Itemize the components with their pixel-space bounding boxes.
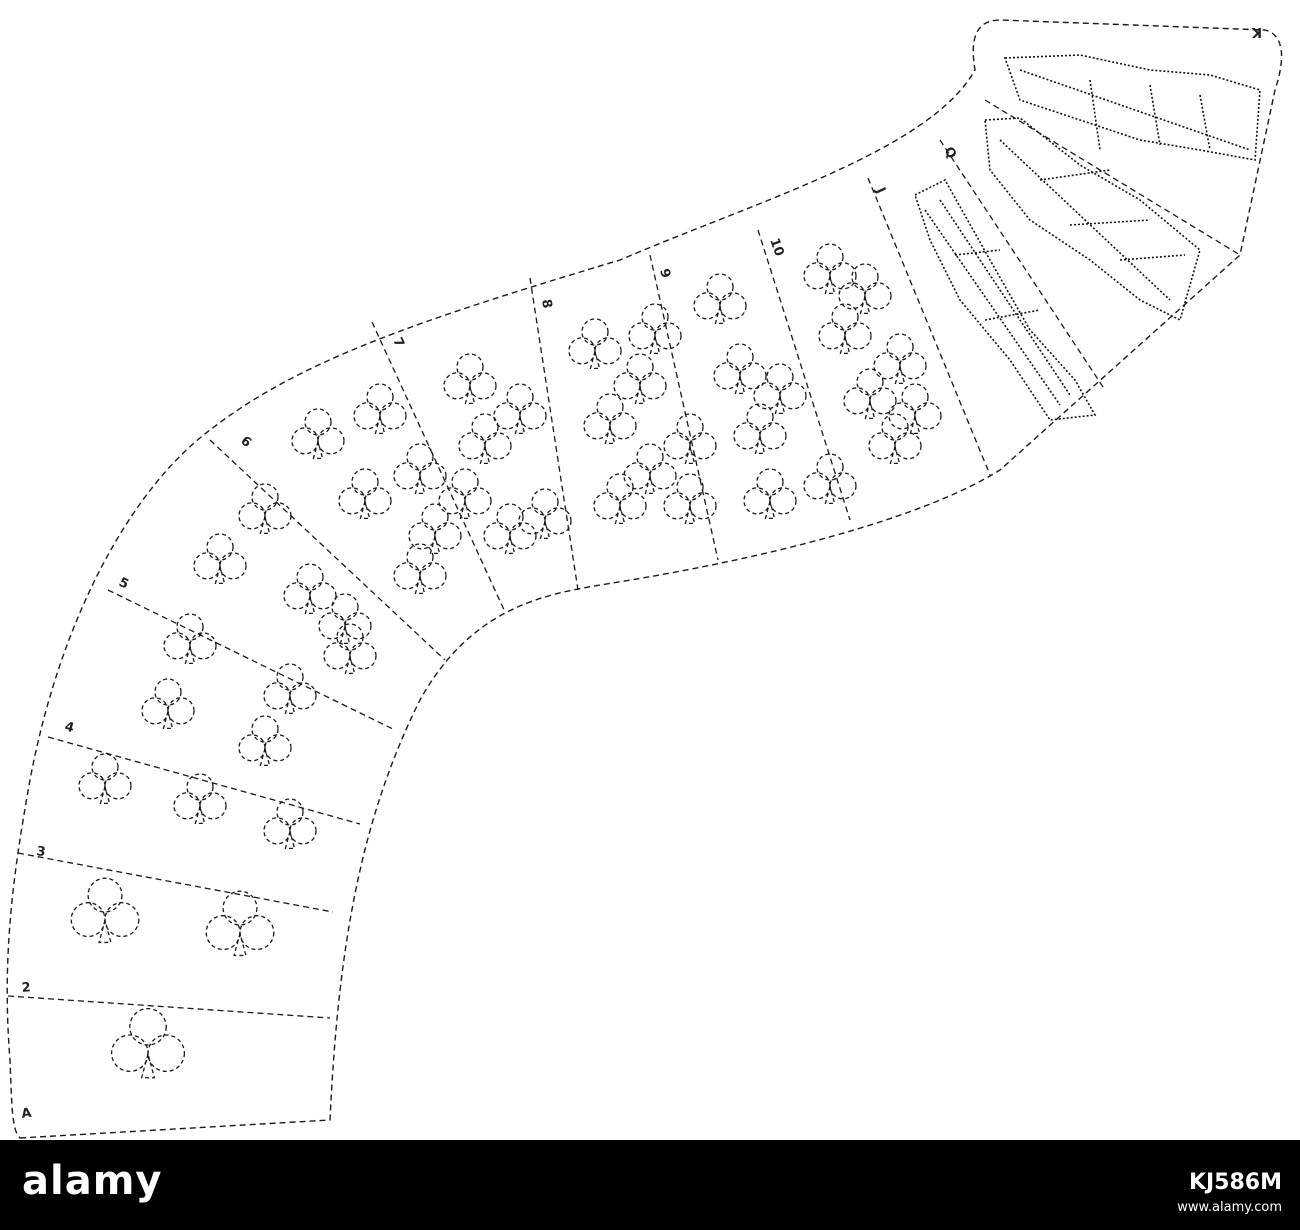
card-divider-8 [529, 277, 579, 591]
club-pip-38 [743, 468, 797, 520]
club-pip-37 [733, 403, 787, 455]
club-pip-40 [803, 243, 857, 295]
index-10: 10 [766, 236, 786, 258]
club-pip-30 [613, 353, 667, 405]
club-pip-41 [818, 303, 872, 355]
club-pip-1 [70, 877, 140, 944]
club-pip-13 [318, 593, 372, 645]
card-fan-svg: A 2 3 4 5 6 7 8 9 10 J Q K [6, 19, 1283, 1139]
club-pip-16 [338, 468, 392, 520]
club-pip-25 [518, 488, 572, 540]
club-pip-44 [838, 263, 892, 315]
jack-figure [914, 178, 1097, 421]
club-pip-34 [663, 413, 717, 465]
club-pip-17 [353, 383, 407, 435]
club-pip-22 [458, 413, 512, 465]
club-pip-29 [593, 473, 647, 525]
index-9: 9 [656, 267, 673, 280]
index-ace: A [20, 1106, 32, 1122]
club-pip-12 [238, 483, 292, 535]
club-pip-31 [623, 443, 677, 495]
club-pip-18 [393, 443, 447, 495]
club-pip-11 [283, 563, 337, 615]
club-pip-19 [393, 543, 447, 595]
index-2: 2 [21, 980, 31, 996]
jack-detail [924, 199, 1071, 406]
club-pip-8 [163, 613, 217, 665]
index-king: K [1251, 24, 1262, 39]
image-id: KJ586M [1188, 1170, 1282, 1195]
club-pip-2 [205, 890, 275, 957]
club-pip-23 [483, 503, 537, 555]
club-pip-45 [873, 333, 927, 385]
club-pip-33 [628, 303, 682, 355]
card-divider-3 [17, 852, 334, 913]
club-pip-6 [141, 678, 195, 730]
face-card-art [914, 54, 1261, 421]
card-divider-5 [107, 589, 396, 731]
king-figure [1003, 54, 1261, 161]
club-pip-26 [438, 468, 492, 520]
brand-name: alamy [22, 1158, 163, 1204]
club-pip-9 [263, 663, 317, 715]
index-3: 3 [35, 844, 46, 860]
club-pip-14 [323, 623, 377, 675]
card-divider-J [867, 177, 991, 476]
card-fan-outline [6, 19, 1283, 1139]
site-url: www.alamy.com [1177, 1200, 1282, 1215]
club-pip-36 [713, 343, 767, 395]
club-pip-46 [888, 383, 942, 435]
club-pip-43 [868, 413, 922, 465]
index-8: 8 [538, 298, 554, 310]
card-divider-2 [7, 995, 331, 1019]
index-4: 4 [63, 719, 76, 736]
club-pip-7 [238, 715, 292, 767]
club-pip-27 [568, 318, 622, 370]
card-divider-7 [371, 321, 506, 613]
club-pip-15 [291, 408, 345, 460]
club-pip-20 [408, 503, 462, 555]
card-divider-4 [47, 736, 361, 825]
club-pip-42 [843, 368, 897, 420]
club-pip-28 [583, 393, 637, 445]
club-pip-47 [803, 453, 857, 505]
queen-figure [984, 117, 1201, 322]
club-pip-0 [110, 1007, 186, 1079]
card-fan-illustration: A 2 3 4 5 6 7 8 9 10 J Q K [6, 19, 1283, 1139]
club-pip-24 [493, 383, 547, 435]
club-pip-10 [193, 533, 247, 585]
card-divider-10 [757, 229, 851, 521]
club-pip-39 [753, 363, 807, 415]
club-pip-3 [78, 753, 132, 805]
club-pip-32 [663, 473, 717, 525]
card-divider-9 [649, 254, 719, 561]
king-detail [1019, 69, 1251, 151]
brand-logo: alamy [22, 1158, 162, 1204]
watermark-footer: alamy KJ586M www.alamy.com [0, 1140, 1300, 1230]
card-divider-6 [209, 439, 446, 661]
queen-detail [999, 139, 1186, 301]
club-pip-21 [443, 353, 497, 405]
club-pip-35 [693, 273, 747, 325]
club-pips [70, 243, 942, 1079]
club-pip-4 [173, 773, 227, 825]
club-pip-5 [263, 798, 317, 850]
index-jack: J [872, 184, 888, 196]
